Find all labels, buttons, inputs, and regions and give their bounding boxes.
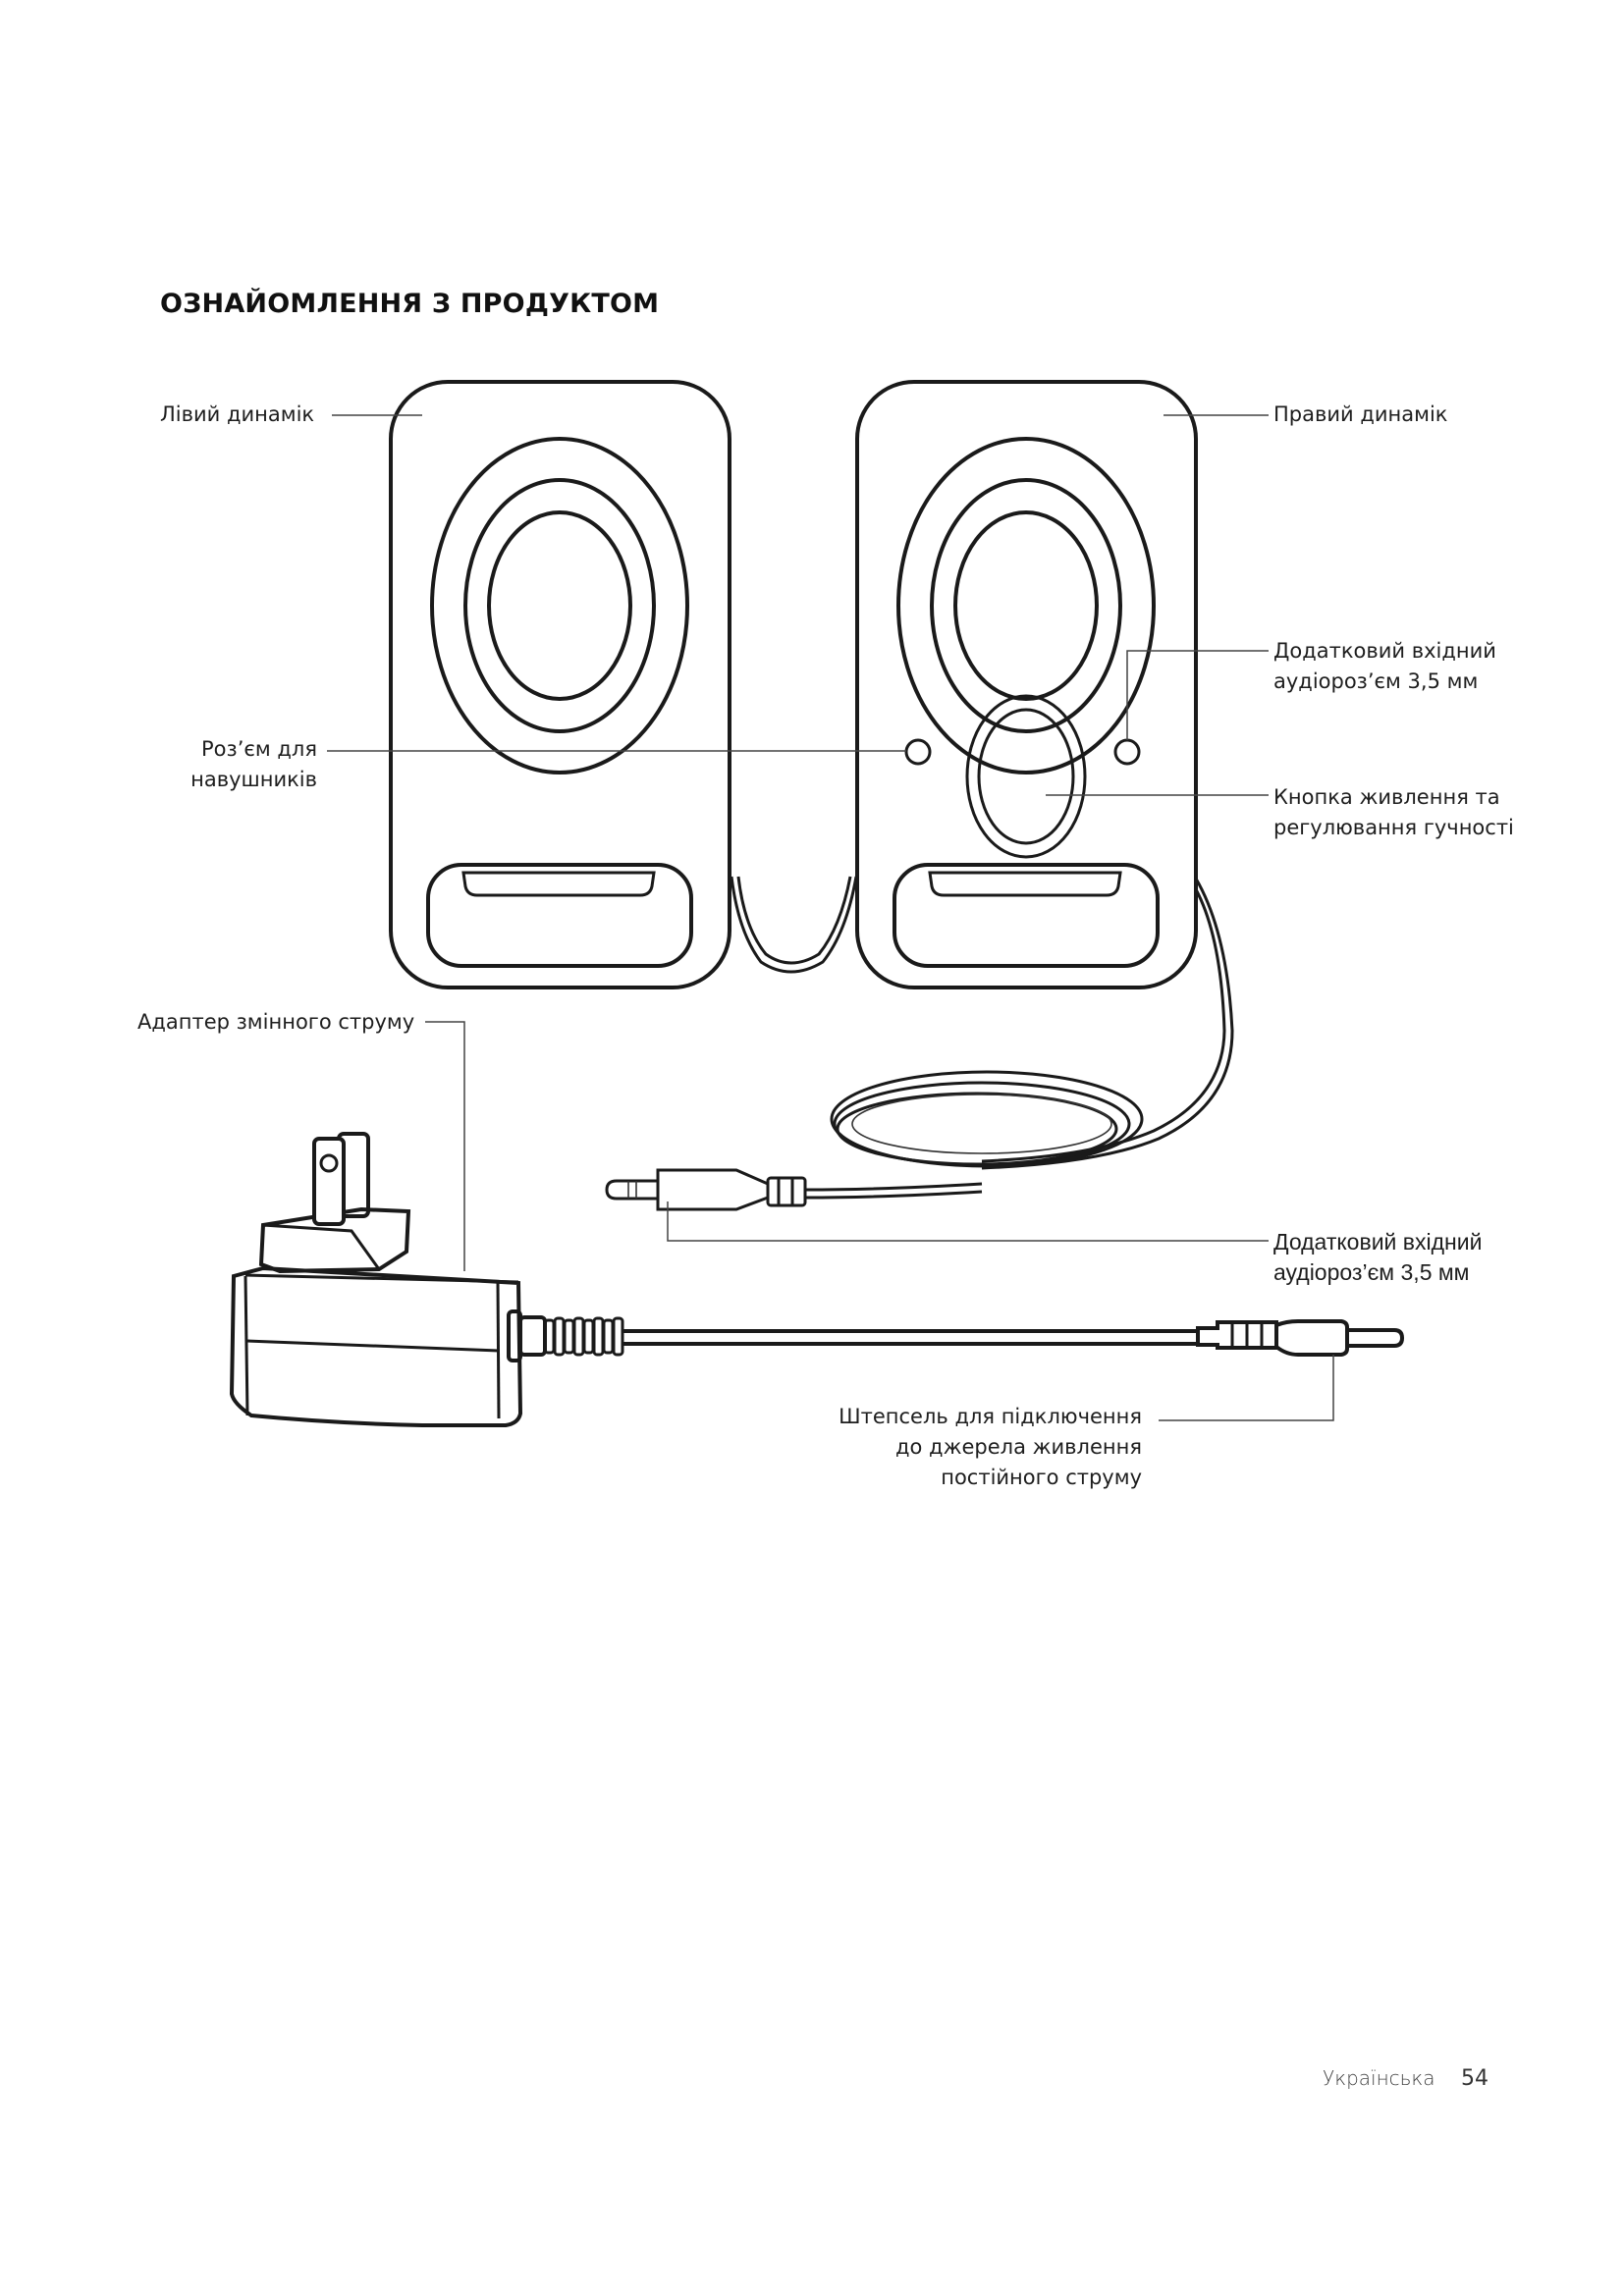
callout-power-volume-knob: Кнопка живлення та регулювання гучності	[1273, 782, 1514, 843]
callout-dc-plug: Штепсель для підключення до джерела живл…	[839, 1402, 1142, 1493]
callout-headphone-jack: Роз’єм для навушників	[190, 734, 317, 795]
callout-text: навушників	[190, 768, 317, 791]
left-speaker-illustration	[389, 380, 731, 989]
callout-ac-adapter: Адаптер змінного струму	[137, 1007, 414, 1038]
callout-text: до джерела живлення	[895, 1435, 1142, 1459]
callout-aux-input-speaker: Додатковий вхідний аудіороз’єм 3,5 мм	[1273, 636, 1496, 697]
leader-lines	[327, 414, 1334, 1421]
callout-right-speaker: Правий динамік	[1273, 400, 1447, 430]
footer-page-number: 54	[1461, 2066, 1489, 2091]
callout-text: Додатковий вхідний	[1273, 1229, 1483, 1255]
left-woofer-outer-ring	[430, 437, 689, 774]
page-title: ОЗНАЙОМЛЕННЯ З ПРОДУКТОМ	[160, 289, 660, 319]
cable-coil-4	[851, 1094, 1112, 1154]
link-cable-outer	[730, 876, 858, 974]
callout-text: Роз’єм для	[201, 737, 317, 761]
adapter-prong-front	[312, 1137, 346, 1226]
left-woofer-cone	[487, 510, 632, 701]
leader-adapter	[425, 1021, 465, 1271]
headphone-jack-hole	[904, 738, 932, 766]
aux-jack-hole	[1113, 738, 1141, 766]
aux-3-5mm-plug	[605, 1168, 807, 1211]
footer-language: Українська	[1323, 2066, 1435, 2090]
adapter-body	[229, 1265, 523, 1427]
plug-body	[656, 1168, 769, 1211]
left-base-grille	[461, 871, 656, 897]
link-cable-inner	[736, 876, 852, 965]
left-base-slot	[426, 863, 693, 968]
adapter-seam	[245, 1339, 500, 1353]
audio-cable-tail-b	[804, 1190, 983, 1200]
prong-hole	[319, 1153, 339, 1173]
right-woofer-middle-ring	[930, 478, 1122, 733]
plug-tip	[605, 1179, 658, 1201]
right-woofer-outer-ring	[896, 437, 1156, 774]
callout-text: Додатковий вхідний	[1273, 639, 1496, 663]
left-woofer-middle-ring	[463, 478, 656, 733]
ac-adapter-illustration	[229, 1132, 1405, 1427]
right-woofer-cone	[953, 510, 1099, 701]
plug-strain-relief	[766, 1176, 807, 1207]
right-base-grille	[928, 871, 1122, 897]
left-speaker-body	[389, 380, 731, 989]
audio-cable-upper-b	[981, 888, 1226, 1163]
dc-plug-tip	[1347, 1328, 1405, 1348]
right-speaker-illustration	[855, 380, 1198, 989]
callout-left-speaker: Лівий динамік	[160, 400, 314, 430]
audio-cable-upper-a	[981, 878, 1234, 1170]
callout-text: Лівий динамік	[160, 402, 315, 426]
callout-text: Кнопка живлення та	[1273, 785, 1500, 809]
callout-text: аудіороз’єм 3,5 мм	[1273, 669, 1479, 693]
leader-dc-plug	[1159, 1355, 1334, 1421]
audio-cable-tail-a	[804, 1182, 983, 1192]
callout-text: Адаптер змінного струму	[137, 1010, 415, 1034]
callout-text: аудіороз’єм 3,5 мм	[1273, 1259, 1470, 1285]
leader-aux-cable	[667, 1201, 1269, 1242]
callout-aux-input-cable: Додатковий вхідний аудіороз’єм 3,5 мм	[1273, 1227, 1482, 1288]
dc-plug-body	[1274, 1319, 1349, 1357]
callout-text: постійного струму	[941, 1466, 1142, 1489]
power-knob-inner	[977, 708, 1075, 845]
callout-text: регулювання гучності	[1273, 816, 1514, 839]
leader-aux-top	[1126, 650, 1269, 740]
right-base-slot	[893, 863, 1160, 968]
cable-coil-2	[836, 1092, 1118, 1166]
dc-plug-grip	[1196, 1320, 1278, 1350]
callout-text: Штепсель для підключення	[839, 1405, 1142, 1428]
power-knob-outer	[965, 694, 1087, 859]
right-speaker-body	[855, 380, 1198, 989]
cable-coil-3	[830, 1070, 1144, 1168]
callout-text: Правий динамік	[1273, 402, 1448, 426]
